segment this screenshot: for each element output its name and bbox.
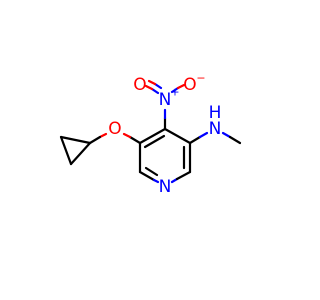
bond-ether-o-cp-c [88,135,102,145]
cyclopropyloxy-group [59,132,142,166]
bond-nitro-n-o2 [170,86,180,94]
nitro-group [144,79,186,131]
atom-amine-h: H [209,103,222,123]
bond-cp-1-2 [59,135,92,145]
atom-nitro-n: N [159,90,172,110]
bond-c5-ether-o [128,135,142,145]
bond-nitro-n-o1-b [153,82,163,90]
atom-amine-n: N [209,119,222,139]
bond-c3-c4 [163,127,192,145]
molecule-structure: N N + O O − N H O [59,72,242,197]
bond-c4-c5-inner [143,134,166,149]
pyridine-ring [138,127,192,184]
bond-cp-2-3 [59,135,73,166]
bond-nitro-n-o1-a [150,87,160,95]
bond-amine-n-methyl [221,131,232,139]
nitro-o2-charge: − [196,72,205,85]
bond-nitro-n-o2-o [176,83,186,90]
nitro-n-charge: + [170,86,179,99]
bond-ether-o-cp [98,132,108,139]
bond-c6-n1 [138,170,156,182]
bond-nitro-n-o1-a-o [144,84,154,91]
atom-nitro-o1: O [133,75,146,95]
bond-n1-c2-c [175,170,192,181]
atom-nitro-o2: O [183,75,196,95]
bond-c6-n1-n [152,178,160,184]
bond-c3-amine-n-n [198,131,209,139]
atom-ether-o: O [108,119,121,139]
bond-c3-amine-n [188,135,202,145]
bond-amine-n-methyl-c [228,135,242,145]
atom-ring-n: N [159,177,172,197]
bond-c6-n1-inner [144,166,159,177]
bond-c5-ether-o-o [122,132,132,139]
methylamine-group [188,131,242,145]
bond-nitro-n-o1-b-o [147,79,157,86]
bond-c4-c5 [138,127,167,145]
bond-cp-3-1 [69,141,92,166]
